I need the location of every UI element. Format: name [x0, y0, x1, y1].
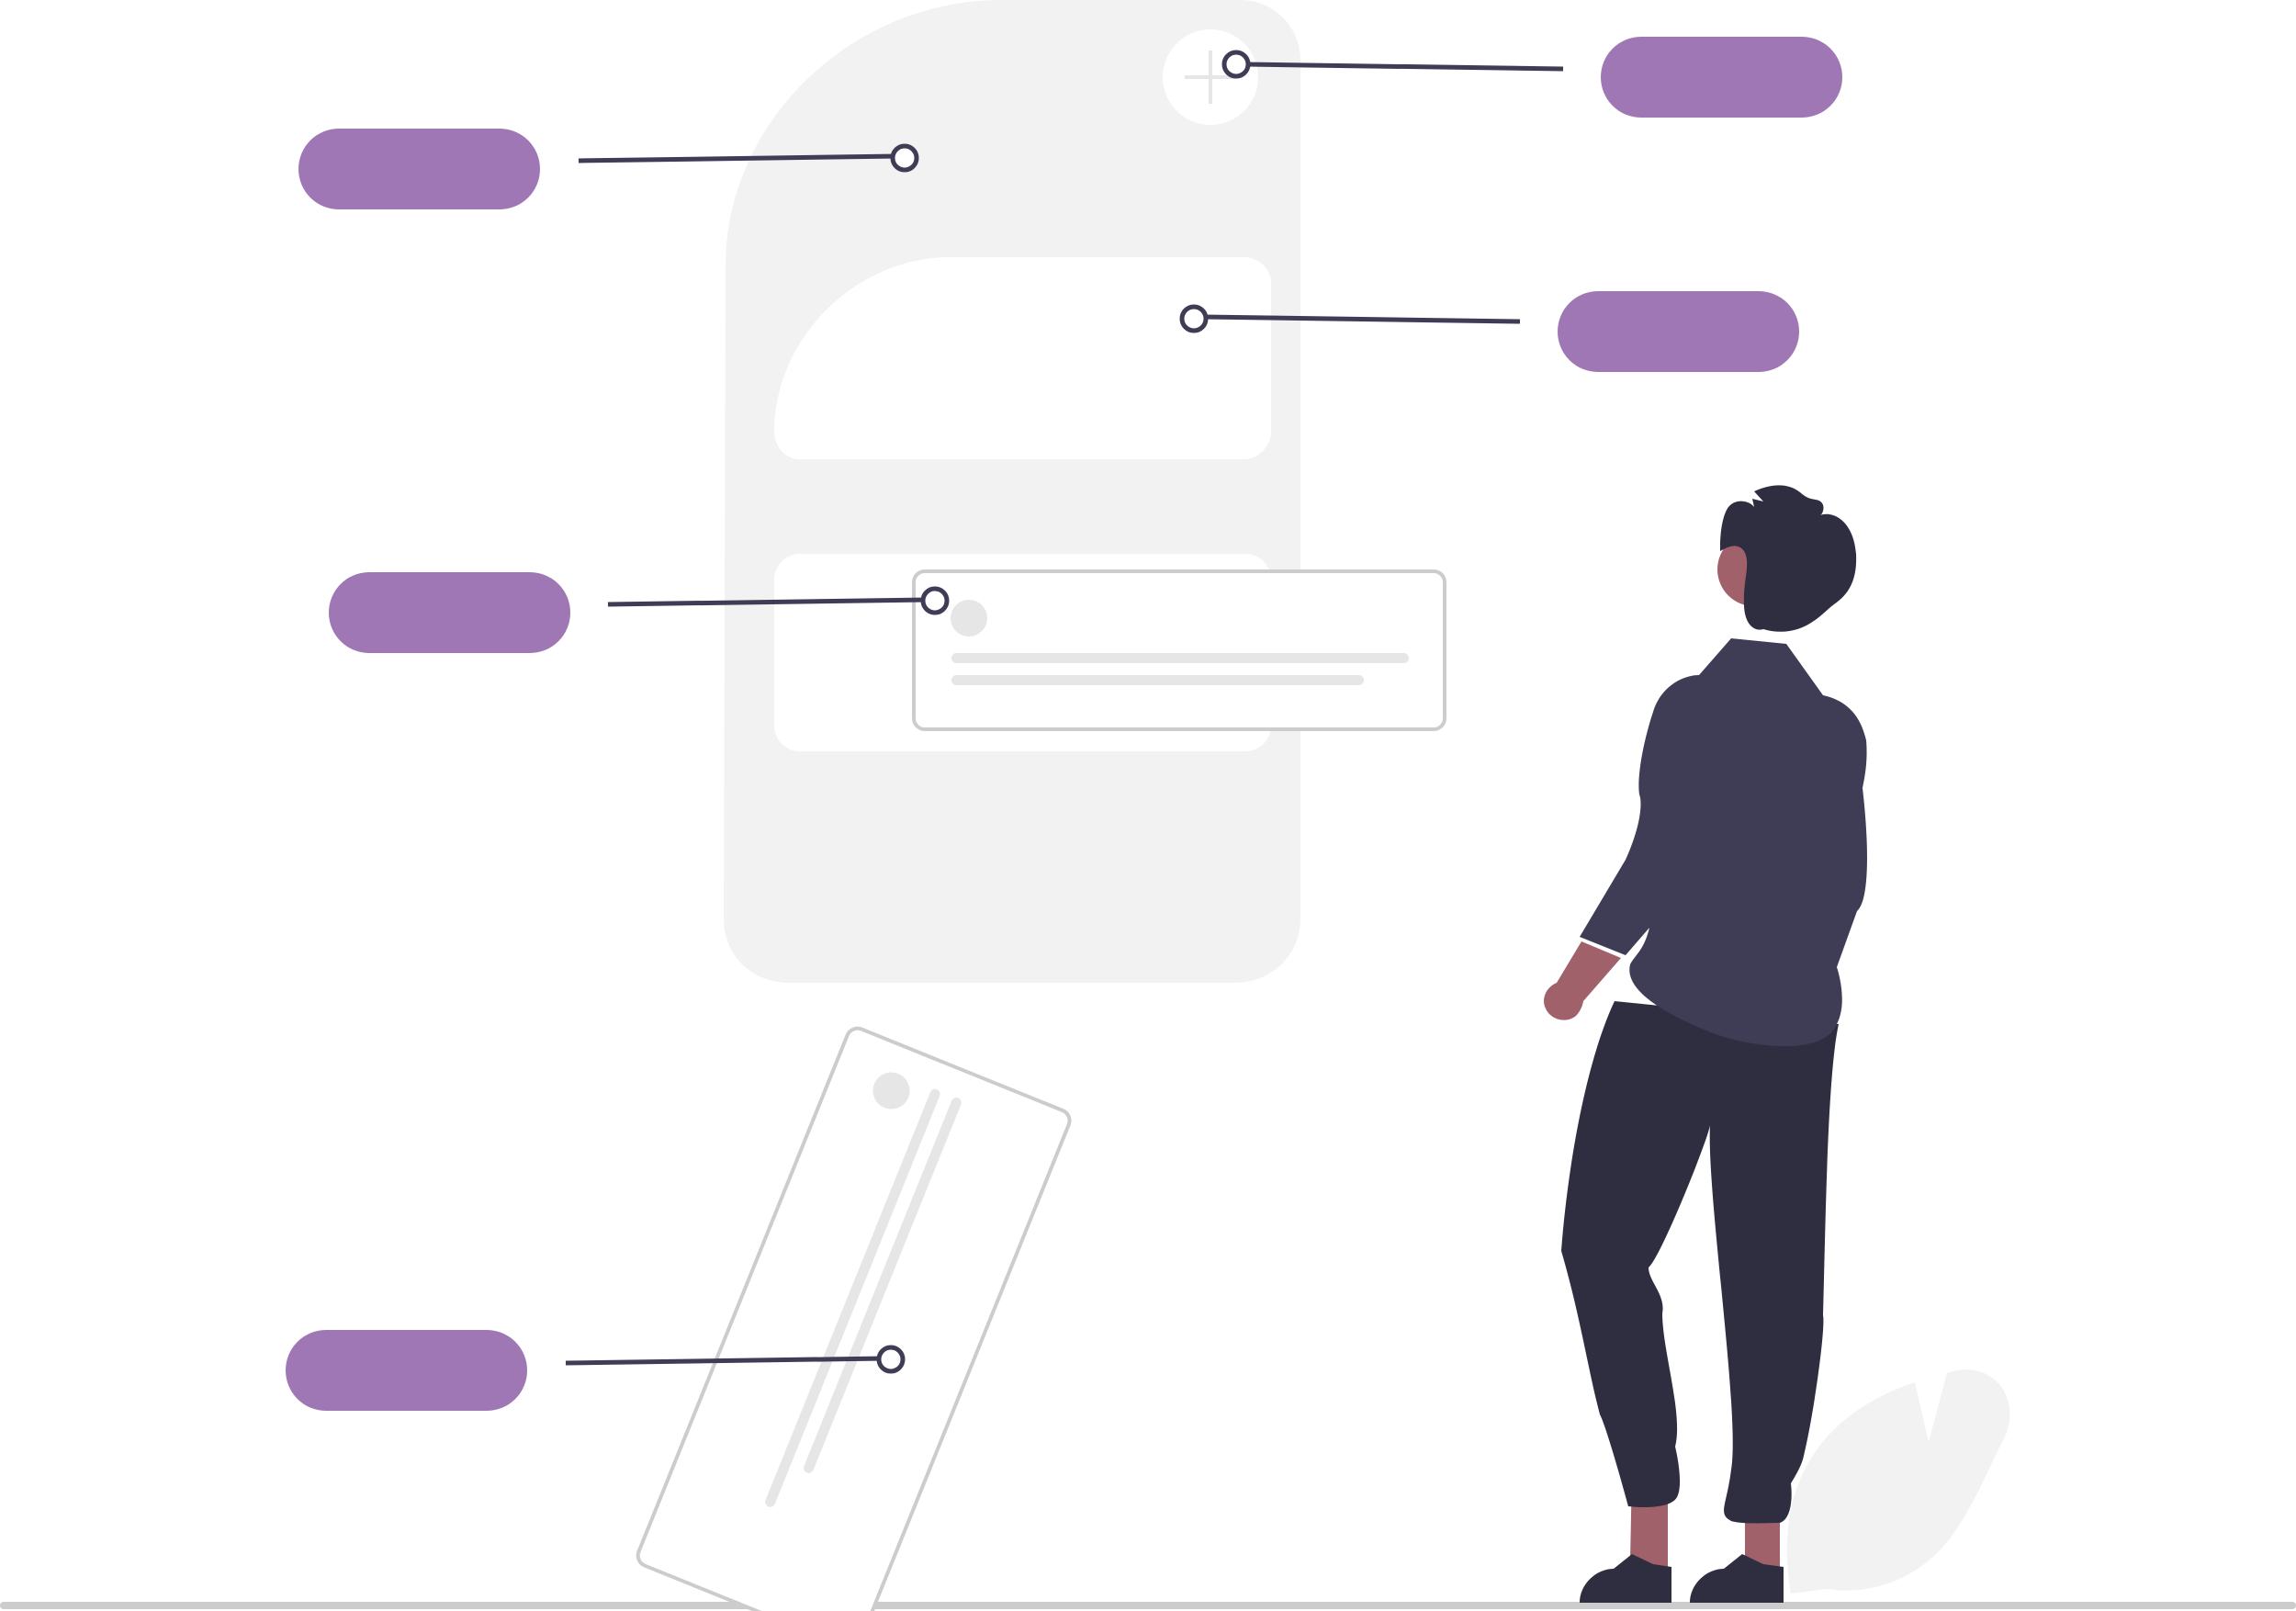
floating-card-avatar [951, 600, 987, 637]
label-pill-bottom-left[interactable] [286, 1330, 527, 1411]
connector-node-top-left [890, 143, 919, 173]
plus-icon [1185, 51, 1236, 104]
person-shirt [1580, 638, 1867, 1047]
connector-node-bottom-left [876, 1345, 906, 1374]
fallen-card-avatar [872, 1072, 910, 1110]
floating-card-line-1 [951, 653, 1409, 663]
floating-card-line-2 [951, 675, 1364, 685]
label-pill-top-left[interactable] [298, 129, 540, 209]
connector-bottom-left [565, 1356, 885, 1366]
connector-node-middle-left [920, 586, 950, 615]
label-pill-middle-right[interactable] [1558, 291, 1799, 372]
person-trousers [1561, 1001, 1839, 1524]
phone-card-top [774, 257, 1271, 459]
person-shoe-left [1580, 1554, 1671, 1603]
connector-node-top-right [1221, 50, 1251, 79]
connector-top-right [1244, 62, 1564, 72]
floating-card [912, 569, 1446, 731]
fallen-card [636, 1026, 1072, 1611]
fallen-card-line-2 [804, 1098, 962, 1473]
person-shoe-right [1690, 1554, 1784, 1603]
person-hair [1720, 485, 1857, 632]
plant [1786, 1369, 2010, 1594]
connector-top-left [578, 153, 899, 163]
connector-middle-right [1202, 314, 1521, 324]
person [1544, 485, 1867, 1603]
fallen-card-line-1 [765, 1088, 940, 1507]
connector-middle-left [607, 597, 929, 607]
label-pill-middle-left[interactable] [329, 572, 570, 653]
phone-frame [724, 0, 1300, 983]
person-arm-skin [1544, 941, 1621, 1020]
ground-line [0, 1602, 2296, 1609]
connector-node-middle-right [1179, 304, 1209, 333]
label-pill-top-right[interactable] [1601, 37, 1842, 118]
